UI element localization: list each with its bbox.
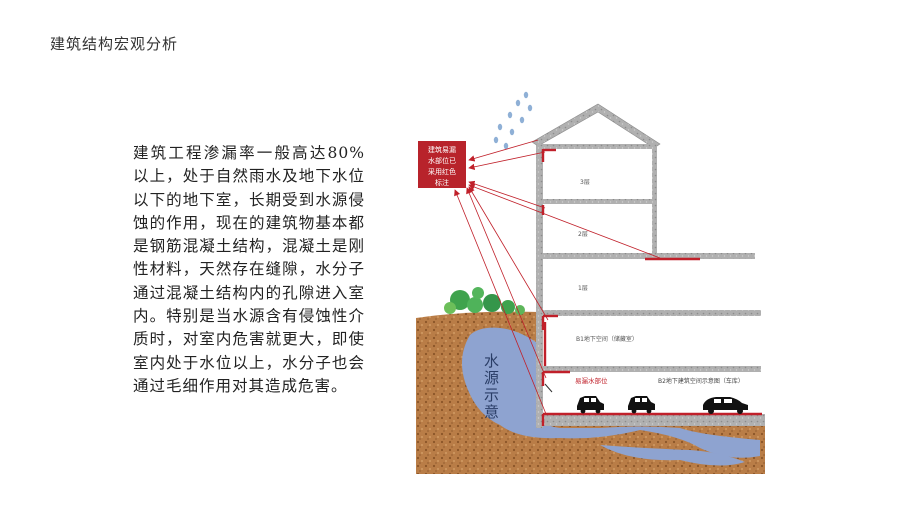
floor-label-3f: 3层 (580, 179, 590, 186)
slab-b1 (538, 366, 761, 372)
water-label-3: 示 (484, 386, 499, 404)
slab-b2-floor (538, 414, 765, 426)
leak-label: 易漏水部位 (575, 376, 608, 385)
legend-line-3: 采用红色 (428, 167, 456, 176)
water-bottom-pool (600, 445, 745, 466)
water-label-4: 意 (484, 403, 499, 421)
water-label-1: 水 (484, 352, 499, 370)
water-label-2: 源 (484, 369, 499, 387)
left-wall (536, 145, 543, 428)
car-1 (577, 396, 604, 414)
body-paragraph: 建筑工程渗漏率一般高达80%以上，处于自然雨水及地下水位以下的地下室，长期受到水… (133, 144, 365, 395)
floor-label-b1: B1地下空间（储藏室） (576, 335, 638, 343)
slab-3f (538, 199, 657, 204)
slab-1f (538, 310, 761, 316)
trees (444, 287, 525, 315)
page-title: 建筑结构宏观分析 (50, 35, 179, 53)
roof (531, 103, 661, 149)
rain-drops (493, 91, 533, 150)
legend-line-4: 标注 (435, 178, 449, 187)
floor-label-2f: 2层 (578, 231, 588, 238)
legend-line-2: 水部位已 (428, 156, 456, 165)
floor-label-1f: 1层 (578, 285, 588, 292)
legend-box (418, 141, 466, 188)
slab-roof (538, 144, 655, 149)
pointer-arrows (454, 139, 661, 415)
car-2 (628, 396, 655, 414)
slab-2f (538, 253, 755, 259)
leak-markings (541, 148, 762, 426)
legend-line-1: 建筑易漏 (428, 145, 456, 154)
floor-label-b2: B2地下建筑空间示意图（车库） (658, 377, 744, 385)
car-3 (703, 397, 748, 414)
leak-pointer-line (544, 383, 553, 393)
